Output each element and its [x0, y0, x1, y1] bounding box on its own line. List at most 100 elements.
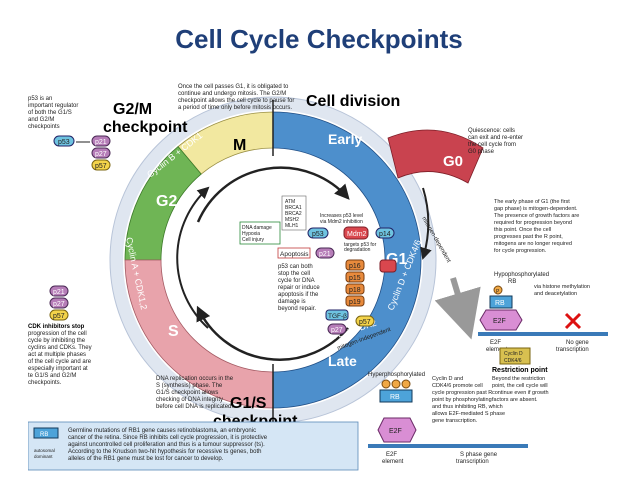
early-g1-line-6: progresses past the R point, [494, 234, 563, 240]
p53-increase-line-1: Increases p53 level [320, 213, 363, 219]
g2m-note-line-3: checkpoint allows the cell cycle to paus… [178, 98, 294, 104]
restriction-line-2: Beyond the restriction [492, 376, 545, 382]
e2f-element-label-1: E2F [490, 340, 501, 346]
legend-caption-2: dominant [34, 454, 53, 459]
e2f-hex-hypo [479, 309, 523, 331]
p16-badge-label: p16 [349, 263, 361, 270]
phospho-dot-3 [401, 379, 411, 389]
no-gene-line-2: transcription [556, 347, 589, 353]
cycle-arrow-left [176, 186, 210, 329]
rb-box-hypo-label: RB [495, 300, 505, 307]
cdk-inh-line-9: checkpoints. [28, 380, 62, 386]
p57-badge-s-label: p57 [53, 313, 65, 320]
early-g1-line-2: gap phase) is mitogen-dependent. [494, 206, 578, 212]
p53-badge-center [307, 227, 329, 239]
phase-late-label: Late [328, 353, 357, 369]
dna-rep-line-1: DNA replication occurs in the [156, 376, 234, 382]
restriction-line-1: Restriction point [492, 367, 548, 374]
cdk-inh-line-7: especially important at [28, 366, 88, 372]
e2f-element-label-2: element [486, 347, 508, 353]
p21-badge-g1 [315, 247, 335, 259]
rb-small-badge [379, 259, 397, 273]
germline-line-1: Germline mutations of RB1 gene causes re… [68, 428, 256, 434]
p27-badge-g1-label: p27 [331, 327, 343, 334]
mdm2-badge [343, 226, 369, 240]
phospho-dot-1 [381, 379, 391, 389]
p53-stop-line-1: p53 can both [278, 264, 313, 270]
early-g1-line-5: this point. Once the cell [494, 227, 551, 233]
phospho-dot-2 [391, 379, 401, 389]
g1s-checkpoint-title: G1/S [230, 395, 267, 412]
dna-damage-line-2: Hypoxia [242, 231, 260, 237]
p53-note-line-5: checkpoints [28, 124, 60, 130]
g2m-note-line-1: Once the cell passes G1, it is obligated… [178, 84, 289, 90]
dna-rep-line-5: before cell DNA is replicated. [156, 404, 233, 410]
mdm2-badge-label: Mdm2 [347, 231, 367, 238]
p53-badge-g2m [53, 135, 75, 147]
p27-badge-s [49, 297, 69, 309]
e2f-hex-hyper-label: E2F [389, 428, 402, 435]
cyclin-d-note-line-1: Cyclin D and [432, 376, 463, 382]
cycle-arrow-top [196, 166, 350, 223]
quiescence-line-4: G0 phase [468, 149, 495, 155]
rb-box-hyper [379, 389, 413, 403]
cyclin-d-note-line-6: allows E2F-mediated S phase [432, 411, 505, 417]
e2f-element-hyper-line-1: E2F [386, 452, 397, 458]
quiescence-line-1: Quiescence: cells [468, 128, 515, 134]
p27-badge-g1 [327, 323, 347, 335]
atm-box [281, 195, 307, 231]
legend-rb-label: RB [40, 432, 48, 438]
cyclin-d-box-line-2: CDK4/6 [504, 358, 522, 364]
p21-badge-s-label: p21 [53, 289, 65, 296]
early-g1-line-3: The presence of growth factors are [494, 213, 579, 219]
g1-down-arrow [420, 187, 432, 260]
phase-s-label: S [168, 323, 179, 340]
cyclin-d-note-line-7: gene transcription. [432, 418, 478, 424]
apoptosis-label: Apoptosis [280, 251, 309, 258]
p53-note-line-2: important regulator [28, 103, 78, 109]
germline-line-3: against uncontrolled cell proliferation … [68, 442, 265, 448]
p27-badge-g2m-label: p27 [95, 151, 107, 158]
restriction-line-3: point, the cell cycle will [492, 383, 548, 389]
e2f-element-hyper-line-2: element [382, 459, 404, 465]
dna-damage-line-1: DNA damage [242, 225, 272, 231]
targets-line-1: targets p53 for [344, 242, 377, 248]
p53-badge-center-label: p53 [312, 231, 324, 238]
page-title: Cell Cycle Checkpoints [175, 24, 463, 54]
e2f-hex-hypo-label: E2F [493, 318, 506, 325]
p21-badge-g1-label: p21 [319, 251, 331, 258]
g2m-checkpoint-subtitle: checkpoint [103, 119, 188, 136]
p53-note-line-4: and G2/M [28, 117, 54, 123]
p19-badge [345, 295, 365, 307]
cyclin-d-box [499, 347, 531, 365]
phospho-dot-hypo-label: P [496, 289, 500, 295]
atm-line-4: MSH2 [285, 217, 299, 223]
early-g1-line-8: for cycle progression. [494, 248, 547, 254]
tgfb-badge [325, 309, 349, 321]
p16-badge [345, 259, 365, 271]
p19-badge-label: p19 [349, 299, 361, 306]
cell-division-title: Cell division [306, 93, 400, 110]
cycle-arrow-bottom [196, 305, 349, 361]
cyclin-d-note-line-5: and thus inhibiting RB, which [432, 404, 503, 410]
p21-badge-g2m-label: p21 [95, 139, 107, 146]
cyclin-d-box-line-1: Cyclin D [504, 351, 523, 357]
phase-early-label: Early [328, 131, 362, 147]
early-g1-line-1: The early phase of G1 (the first [494, 199, 570, 205]
histone-line-1: via histone methylation [534, 284, 590, 290]
apoptosis-box [277, 247, 311, 259]
quiescence-line-2: can exit and re-enter [468, 135, 523, 141]
cyclin-d-note-line-2: CDK4/6 promote cell [432, 383, 483, 389]
phase-g0-label: G0 [443, 153, 463, 170]
no-gene-line-1: No gene [566, 340, 589, 346]
p53-note-line-3: of both the G1/S [28, 110, 72, 116]
p18-badge-label: p18 [349, 287, 361, 294]
legend-box [28, 421, 359, 471]
p53-stop-line-6: damage is [278, 299, 306, 305]
germline-line-2: cancer of the retina. Since RB inhibits … [68, 435, 268, 441]
cdk-inh-line-6: of the cell cycle and are [28, 359, 92, 365]
targets-line-2: degradation [344, 247, 371, 253]
cdk-inh-line-5: act at multiple phases [28, 352, 86, 358]
restriction-line-4: continue even if growth [492, 390, 549, 396]
g0-phase-shape [387, 129, 484, 184]
